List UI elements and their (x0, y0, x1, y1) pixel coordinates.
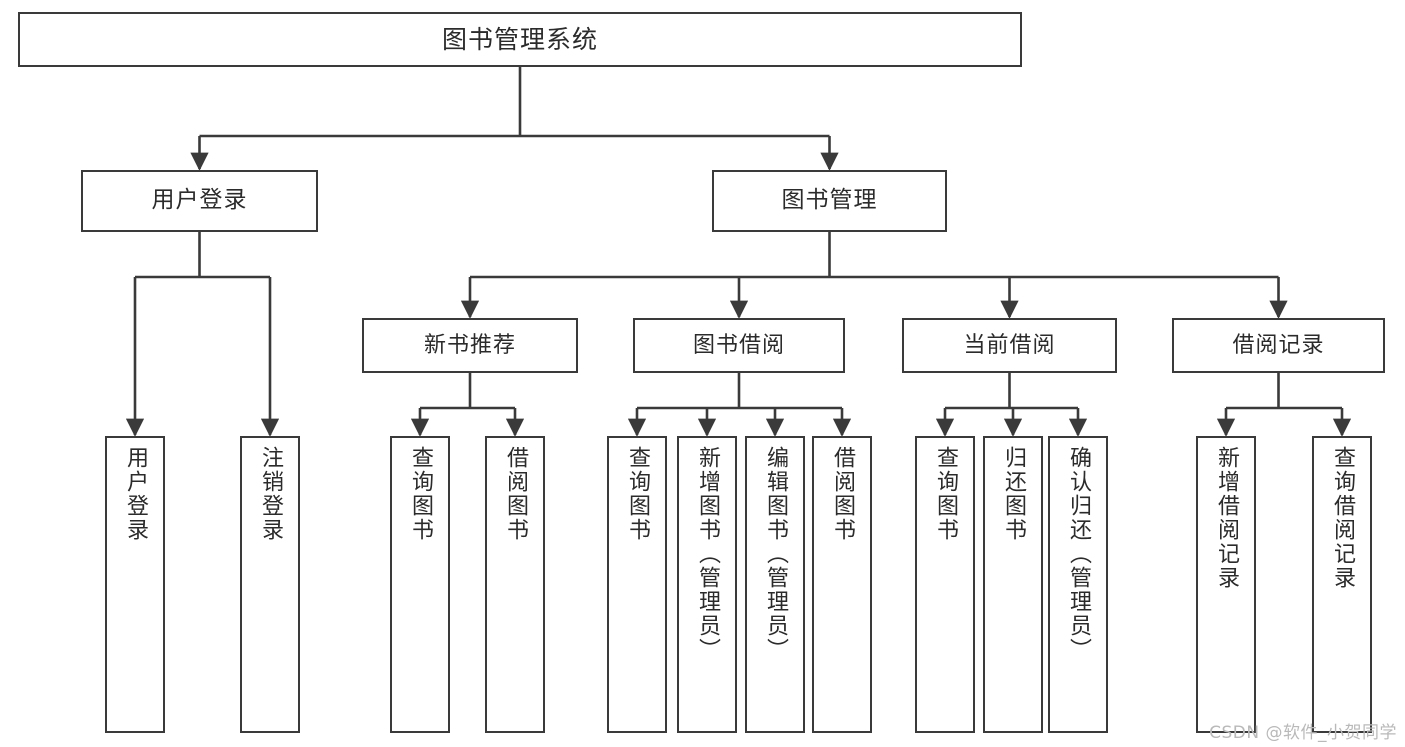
node-label: 当前借阅 (963, 332, 1056, 358)
node-label: 查询借阅记录 (1329, 446, 1355, 590)
edges-group (125, 67, 1352, 437)
node-leaf-return-book[interactable]: 归还图书 (983, 436, 1043, 733)
node-leaf-query-book-current[interactable]: 查询图书 (915, 436, 975, 733)
node-label: 用户登录 (122, 446, 148, 542)
node-label: 查询图书 (407, 446, 433, 542)
node-book-borrow[interactable]: 图书借阅 (633, 318, 845, 373)
node-label: 查询图书 (932, 446, 958, 542)
node-label: 图书借阅 (692, 332, 785, 358)
csdn-watermark: CSDN @软件_小贺同学 (1209, 723, 1397, 743)
node-leaf-add-book-admin[interactable]: 新增图书（管理员） (677, 436, 737, 733)
node-label: 查询图书 (624, 446, 650, 542)
node-leaf-user-login[interactable]: 用户登录 (105, 436, 165, 733)
node-label: 借阅图书 (502, 446, 528, 542)
node-book-management[interactable]: 图书管理 (712, 170, 947, 232)
node-leaf-edit-book-admin[interactable]: 编辑图书（管理员） (745, 436, 805, 733)
node-leaf-add-borrow-record[interactable]: 新增借阅记录 (1196, 436, 1256, 733)
node-label: 确认归还（管理员） (1065, 446, 1091, 662)
node-label: 新增图书（管理员） (694, 446, 720, 662)
node-leaf-query-book-new[interactable]: 查询图书 (390, 436, 450, 733)
node-label: 借阅图书 (829, 446, 855, 542)
node-leaf-logout[interactable]: 注销登录 (240, 436, 300, 733)
node-user-login[interactable]: 用户登录 (81, 170, 318, 232)
node-root[interactable]: 图书管理系统 (18, 12, 1022, 67)
node-new-book-recommend[interactable]: 新书推荐 (362, 318, 578, 373)
node-leaf-borrow-book-new[interactable]: 借阅图书 (485, 436, 545, 733)
node-borrow-record[interactable]: 借阅记录 (1172, 318, 1385, 373)
node-label: 新增借阅记录 (1213, 446, 1239, 590)
node-label: 用户登录 (151, 187, 248, 214)
node-leaf-confirm-return-admin[interactable]: 确认归还（管理员） (1048, 436, 1108, 733)
node-label: 编辑图书（管理员） (762, 446, 788, 662)
node-leaf-query-book-borrow[interactable]: 查询图书 (607, 436, 667, 733)
node-leaf-borrow-book[interactable]: 借阅图书 (812, 436, 872, 733)
node-label: 新书推荐 (423, 332, 516, 358)
node-leaf-query-borrow-record[interactable]: 查询借阅记录 (1312, 436, 1372, 733)
node-label: 注销登录 (257, 446, 283, 542)
node-label: 归还图书 (1000, 446, 1026, 542)
node-label: 图书管理 (781, 187, 878, 214)
node-label: 图书管理系统 (441, 24, 598, 54)
node-label: 借阅记录 (1232, 332, 1325, 358)
node-current-borrow[interactable]: 当前借阅 (902, 318, 1117, 373)
